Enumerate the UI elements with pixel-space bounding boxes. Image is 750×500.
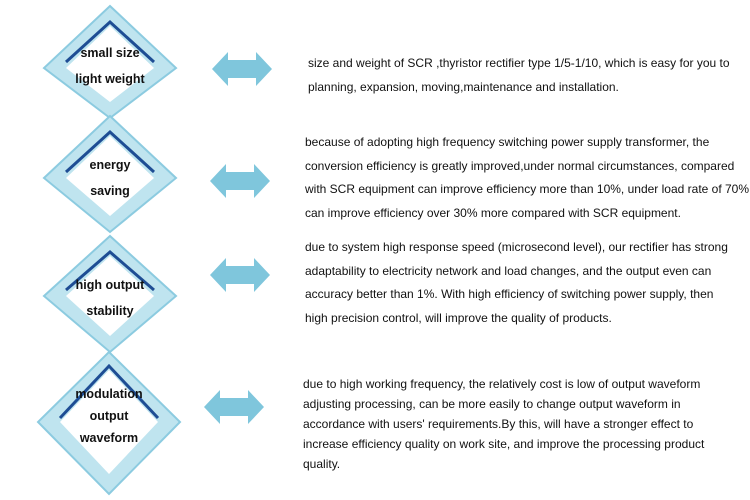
feature-row-high-output-stability: high output stability due to system high… bbox=[0, 232, 750, 356]
double-arrow-icon bbox=[204, 390, 264, 429]
diamond-badge bbox=[40, 2, 180, 122]
feature-description: due to high working frequency, the relat… bbox=[303, 377, 705, 471]
feature-description: size and weight of SCR ,thyristor rectif… bbox=[308, 56, 730, 94]
feature-description: due to system high response speed (micro… bbox=[305, 240, 728, 325]
feature-title: high output stability bbox=[75, 278, 145, 318]
double-arrow-icon bbox=[210, 258, 270, 297]
feature-row-small-size: small size light weight size and weight … bbox=[0, 0, 750, 120]
feature-row-modulation-output-waveform: modulation output waveform due to high w… bbox=[0, 348, 750, 500]
feature-title: modulation output waveform bbox=[75, 387, 143, 445]
double-arrow-icon bbox=[212, 52, 272, 91]
diamond-badge bbox=[34, 348, 184, 498]
feature-title: small size light weight bbox=[75, 46, 145, 86]
diamond-badge bbox=[40, 232, 180, 356]
diamond-badge bbox=[40, 112, 180, 236]
feature-row-energy-saving: energy saving because of adopting high f… bbox=[0, 112, 750, 236]
double-arrow-icon bbox=[210, 164, 270, 203]
feature-title: energy saving bbox=[89, 158, 131, 198]
feature-description: because of adopting high frequency switc… bbox=[305, 135, 750, 220]
